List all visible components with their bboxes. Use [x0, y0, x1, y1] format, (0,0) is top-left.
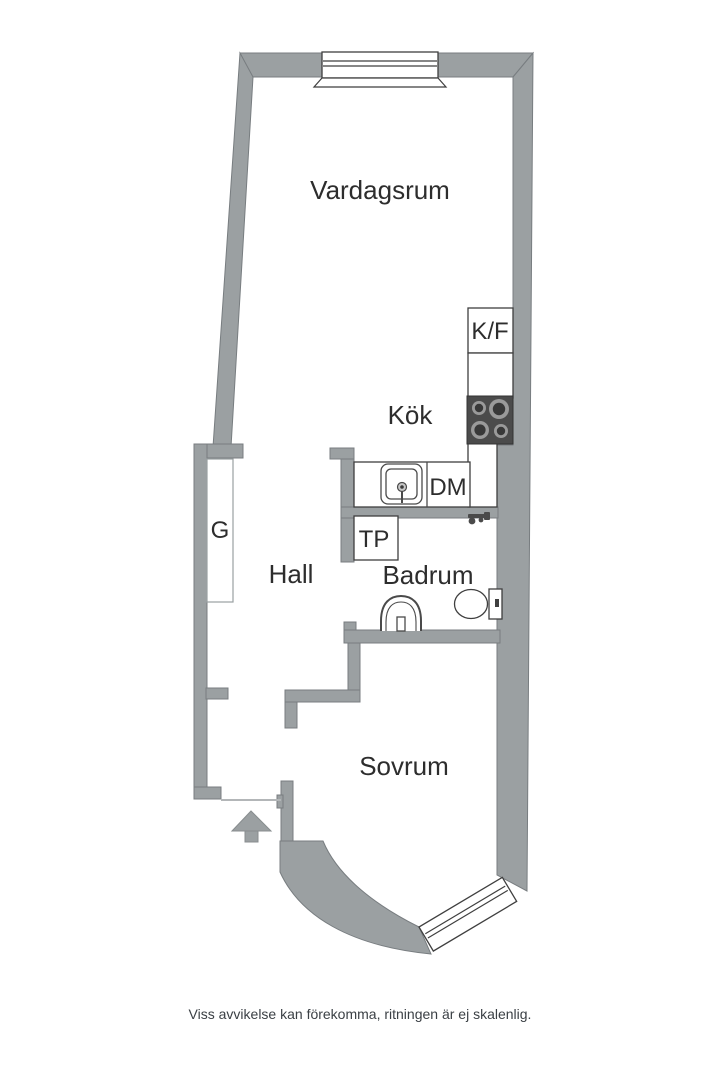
sovrum-north-wall [284, 689, 361, 703]
labels: Vardagsrum Kök Hall Badrum Sovrum K/F DM… [211, 175, 509, 781]
curved-south-wall [279, 840, 432, 955]
entrance-bottom-wall [193, 786, 222, 800]
top-wall-left [239, 52, 323, 78]
stove-icon [466, 395, 514, 445]
laundry-box [353, 515, 399, 561]
room-label-vardagsrum: Vardagsrum [310, 175, 450, 205]
counter-box-below-stove [467, 442, 498, 508]
kitchen-partition-wall [340, 447, 355, 563]
kitchen-partition-cap [329, 447, 355, 460]
entry-jamb [280, 780, 294, 844]
right-wall [496, 51, 534, 892]
tap-icon [468, 512, 490, 525]
badrum-sovrum-connector-wall [347, 642, 361, 691]
badrum-bottom-wall [343, 629, 501, 644]
sovrum-west-return-wall [284, 701, 298, 729]
entrance-arrow-icon [230, 810, 273, 843]
room-label-hall: Hall [269, 559, 314, 589]
disclaimer-caption: Viss avvikelse kan förekomma, ritningen … [189, 1006, 532, 1022]
wardrobe-box [206, 458, 234, 603]
counter-box-mid [467, 352, 514, 399]
window-top-icon [312, 51, 448, 88]
label-laundry: TP [359, 526, 390, 553]
entry-jamb-step [276, 794, 284, 809]
room-label-kok: Kök [388, 400, 434, 430]
left-slanted-wall [212, 51, 254, 448]
walls [193, 51, 535, 955]
sink-icon [380, 463, 423, 505]
room-label-sovrum: Sovrum [359, 751, 449, 781]
toilet-icon [453, 588, 503, 620]
bathroom-fixtures [353, 512, 503, 632]
window-bottom-icon [418, 876, 518, 952]
label-wardrobe: G [211, 517, 230, 544]
room-label-badrum: Badrum [382, 560, 473, 590]
hall-wall-stub [205, 687, 229, 700]
washbasin-icon [380, 594, 422, 632]
label-dishwasher: DM [429, 474, 466, 501]
hall-west-wall [193, 443, 208, 799]
label-fridge-freezer: K/F [471, 318, 508, 345]
kitchen-counter [353, 307, 514, 508]
